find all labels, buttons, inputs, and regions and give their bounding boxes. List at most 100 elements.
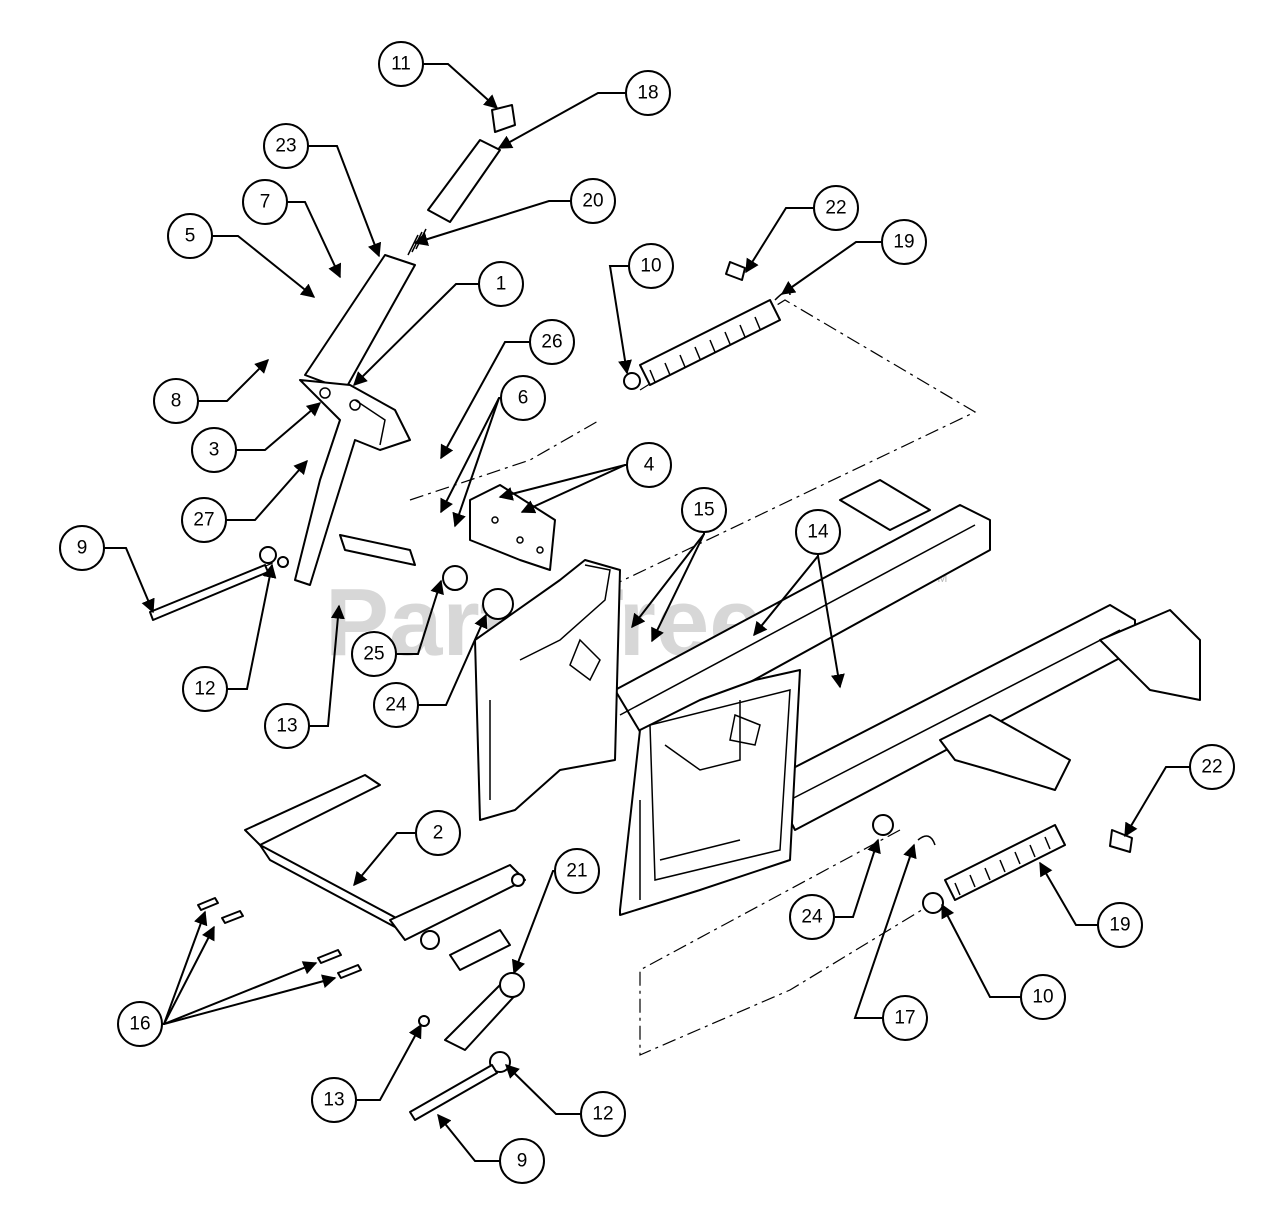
leader-line-9 [437, 1113, 500, 1162]
callout-circle [59, 525, 105, 571]
leader-line-16 [162, 910, 208, 1025]
callout-number: 12 [194, 679, 215, 700]
callout-circle [378, 41, 424, 87]
callout-23: 23 [263, 123, 309, 169]
callout-number: 10 [1032, 987, 1053, 1008]
callout-16: 16 [117, 1001, 163, 1047]
pedal-arm [409, 929, 525, 1121]
leader-line-18 [497, 92, 626, 149]
lever-shaft-tube [259, 534, 514, 620]
callout-number: 19 [893, 232, 914, 253]
upper-bolt [149, 564, 269, 621]
callout-number: 13 [276, 716, 297, 737]
callout-5: 5 [167, 213, 213, 259]
leader-line-19 [780, 241, 882, 295]
leader-line-5 [212, 235, 316, 298]
callout-13: 13 [264, 703, 310, 749]
pedal-pad [407, 104, 516, 256]
leader-line-10 [941, 903, 1021, 998]
leader-line-12 [505, 1064, 581, 1115]
leader-line-24 [834, 838, 881, 918]
callout-27: 27 [181, 497, 227, 543]
callout-number: 17 [894, 1008, 915, 1029]
callout-number: 24 [801, 907, 823, 928]
callout-number: 10 [640, 256, 661, 277]
callout-number: 4 [644, 455, 655, 476]
callout-20: 20 [570, 178, 616, 224]
callout-circle [263, 123, 309, 169]
callout-10: 10 [1020, 974, 1066, 1020]
callout-circle [570, 178, 616, 224]
callout-circle [625, 70, 671, 116]
callout-number: 23 [275, 136, 296, 157]
leader-line-6-secondary [452, 397, 500, 528]
callout-circle [580, 1091, 626, 1137]
leader-line-13 [356, 1023, 422, 1101]
callout-number: 1 [496, 274, 507, 295]
callout-13: 13 [311, 1077, 357, 1123]
callout-number: 22 [1201, 757, 1222, 778]
leader-line-4-secondary [520, 464, 626, 514]
leader-line-14-secondary [817, 555, 845, 689]
callout-number: 20 [582, 191, 603, 212]
callout-number: 19 [1109, 915, 1130, 936]
callout-number: 25 [363, 644, 384, 665]
callout-12: 12 [580, 1091, 626, 1137]
pedal-lever-assembly [294, 254, 416, 586]
callout-circle [191, 427, 237, 473]
callout-circle [1020, 974, 1066, 1020]
callout-number: 12 [592, 1104, 613, 1125]
leader-line-22 [745, 207, 814, 274]
callout-number: 5 [185, 226, 196, 247]
callout-number: 22 [825, 198, 846, 219]
callout-circle [529, 319, 575, 365]
callout-19: 19 [1097, 902, 1143, 948]
callout-22: 22 [1189, 744, 1235, 790]
callout-25: 25 [351, 631, 397, 677]
callout-circle [264, 703, 310, 749]
callout-circle [153, 378, 199, 424]
callout-circle [626, 442, 672, 488]
callout-circle [882, 995, 928, 1041]
right-side-plate [619, 669, 801, 916]
callout-circle [242, 179, 288, 225]
left-side-plate [474, 559, 621, 821]
callout-circle [1097, 902, 1143, 948]
leader-line-3 [236, 402, 322, 451]
leader-line-7 [287, 201, 342, 279]
callout-circle [789, 894, 835, 940]
callout-number: 26 [541, 332, 562, 353]
callout-number: 6 [518, 388, 529, 409]
callout-number: 21 [566, 861, 587, 882]
callout-circle [478, 261, 524, 307]
callout-10: 10 [628, 243, 674, 289]
callout-12: 12 [182, 666, 228, 712]
callout-circle [813, 185, 859, 231]
callout-number: 9 [517, 1151, 528, 1172]
callout-21: 21 [554, 848, 600, 894]
leader-line-9 [104, 547, 155, 614]
callout-number: 15 [693, 500, 714, 521]
callout-circle [1189, 744, 1235, 790]
callout-11: 11 [378, 41, 424, 87]
callout-number: 14 [807, 522, 829, 543]
callout-circle [881, 219, 927, 265]
callout-2: 2 [415, 810, 461, 856]
callout-circle [117, 1001, 163, 1047]
leader-line-11 [423, 63, 499, 109]
leader-line-8 [198, 359, 269, 402]
leader-line-10 [608, 265, 632, 375]
callout-24: 24 [789, 894, 835, 940]
callout-number: 27 [193, 510, 214, 531]
callout-15: 15 [681, 487, 727, 533]
callout-number: 13 [323, 1090, 344, 1111]
callout-7: 7 [242, 179, 288, 225]
callout-number: 18 [637, 83, 658, 104]
callout-circle [167, 213, 213, 259]
leader-line-2 [353, 832, 416, 887]
callout-circle [554, 848, 600, 894]
callout-circle [311, 1077, 357, 1123]
callout-number: 2 [433, 823, 444, 844]
